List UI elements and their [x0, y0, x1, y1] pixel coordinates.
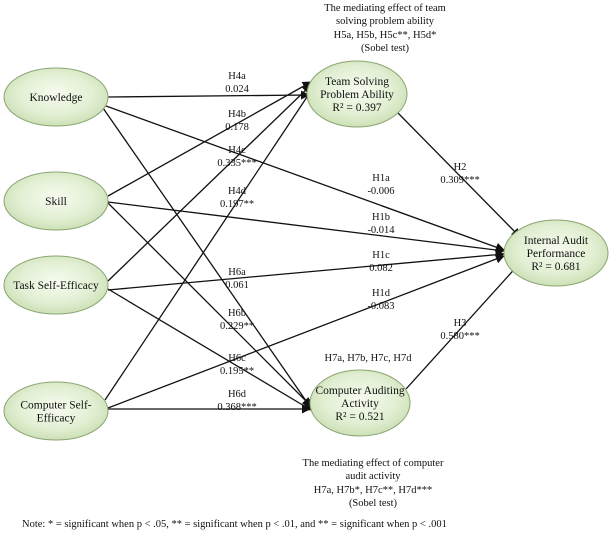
- node-label-skill-1: Skill: [45, 196, 67, 208]
- top-mediation-line-4: (Sobel test): [361, 43, 410, 54]
- path-coefficient-h6c: 0.195**: [220, 366, 254, 377]
- node-label-computer-auditing-3: R² = 0.521: [335, 411, 384, 423]
- path-label-h1c: H1c: [372, 250, 390, 261]
- node-label-team-solving-2: Problem Ability: [320, 89, 394, 101]
- path-label-h4c: H4c: [228, 145, 246, 156]
- node-label-knowledge-1: Knowledge: [29, 92, 82, 104]
- node-label-computer-self-efficacy-1: Computer Self-: [20, 400, 91, 412]
- node-computer-self-efficacy: Computer Self-Efficacy: [3, 381, 109, 441]
- node-label-computer-auditing-1: Computer Auditing: [315, 385, 404, 397]
- arrow-h4d: [104, 90, 312, 401]
- node-ellipse-skill: [3, 171, 109, 231]
- bottom-mediation-line-1: The mediating effect of computer: [303, 458, 444, 469]
- node-ellipse-team-solving: [306, 60, 408, 128]
- path-label-h4d: H4d: [228, 186, 247, 197]
- path-coefficient-h3: 0.580***: [440, 331, 479, 342]
- node-skill: Skill: [3, 171, 109, 231]
- path-coefficient-h6a: 0.061: [225, 280, 249, 291]
- path-coefficient-h4c: 0.335***: [217, 158, 256, 169]
- node-ellipse-task-self-efficacy: [3, 255, 109, 315]
- path-label-h4a: H4a: [228, 71, 246, 82]
- arrow-h4b: [107, 81, 312, 197]
- path-coefficient-h1b: -0.014: [367, 225, 395, 236]
- h7-header: H7a, H7b, H7c, H7d: [325, 353, 413, 364]
- path-coefficient-h6d: 0.368***: [217, 402, 256, 413]
- arrow-h4c: [107, 84, 312, 282]
- bottom-mediation-line-3: H7a, H7b*, H7c**, H7d***: [314, 485, 432, 496]
- path-label-h3: H3: [454, 318, 467, 329]
- path-label-h6d: H6d: [228, 389, 247, 400]
- significance-note: Note: * = significant when p < .05, ** =…: [22, 519, 447, 530]
- path-label-h4b: H4b: [228, 109, 246, 120]
- path-label-h1a: H1a: [372, 173, 390, 184]
- arrow-h1c: [107, 250, 505, 291]
- path-coefficient-h4b: 0.178: [225, 122, 249, 133]
- bottom-mediation-line-2: audit activity: [345, 471, 401, 482]
- arrow-h1a: [105, 105, 505, 252]
- path-coefficient-h6b: 0.229**: [220, 321, 254, 332]
- arrow-h3: [405, 262, 521, 390]
- node-task-self-efficacy: Task Self-Efficacy: [3, 255, 109, 315]
- path-coefficient-h2: 0.309***: [440, 175, 479, 186]
- path-label-h6b: H6b: [228, 308, 246, 319]
- path-label-h1d: H1d: [372, 288, 391, 299]
- arrow-h1d: [107, 254, 505, 409]
- top-mediation-line-3: H5a, H5b, H5c**, H5d*: [334, 30, 437, 41]
- path-label-h6a: H6a: [228, 267, 246, 278]
- node-label-task-self-efficacy-1: Task Self-Efficacy: [13, 280, 99, 292]
- arrow-h6b: [105, 200, 312, 407]
- top-mediation-line-2: solving problem ability: [336, 16, 435, 27]
- node-ellipse-internal-audit: [503, 219, 609, 287]
- arrow-h1b: [107, 201, 505, 255]
- node-label-internal-audit-1: Internal Audit: [524, 235, 589, 247]
- path-label-h2: H2: [454, 162, 467, 173]
- node-label-team-solving-1: Team Solving: [325, 76, 389, 88]
- path-coefficient-h4a: 0.024: [225, 84, 249, 95]
- bottom-mediation-line-4: (Sobel test): [349, 498, 398, 509]
- node-label-internal-audit-3: R² = 0.681: [531, 261, 580, 273]
- node-knowledge: Knowledge: [3, 67, 109, 127]
- node-ellipse-computer-self-efficacy: [3, 381, 109, 441]
- path-label-h1b: H1b: [372, 212, 390, 223]
- node-label-team-solving-3: R² = 0.397: [332, 102, 381, 114]
- node-label-computer-self-efficacy-2: Efficacy: [37, 413, 76, 425]
- arrow-h6a: [102, 107, 312, 409]
- path-coefficient-h1d: -0.083: [367, 301, 394, 312]
- path-arrows: [102, 81, 521, 414]
- arrow-h6c: [107, 288, 312, 411]
- node-label-internal-audit-2: Performance: [527, 248, 586, 260]
- node-ellipse-knowledge: [3, 67, 109, 127]
- path-coefficient-h4d: 0.197**: [220, 199, 254, 210]
- top-mediation-line-1: The mediating effect of team: [324, 3, 446, 14]
- arrow-h2: [397, 112, 521, 238]
- path-coefficient-h1a: -0.006: [367, 186, 394, 197]
- node-label-computer-auditing-2: Activity: [341, 398, 379, 410]
- path-coefficient-h1c: 0.082: [369, 263, 393, 274]
- path-label-h6c: H6c: [228, 353, 246, 364]
- node-ellipse-computer-auditing: [309, 369, 411, 437]
- arrow-h4a: [107, 90, 310, 100]
